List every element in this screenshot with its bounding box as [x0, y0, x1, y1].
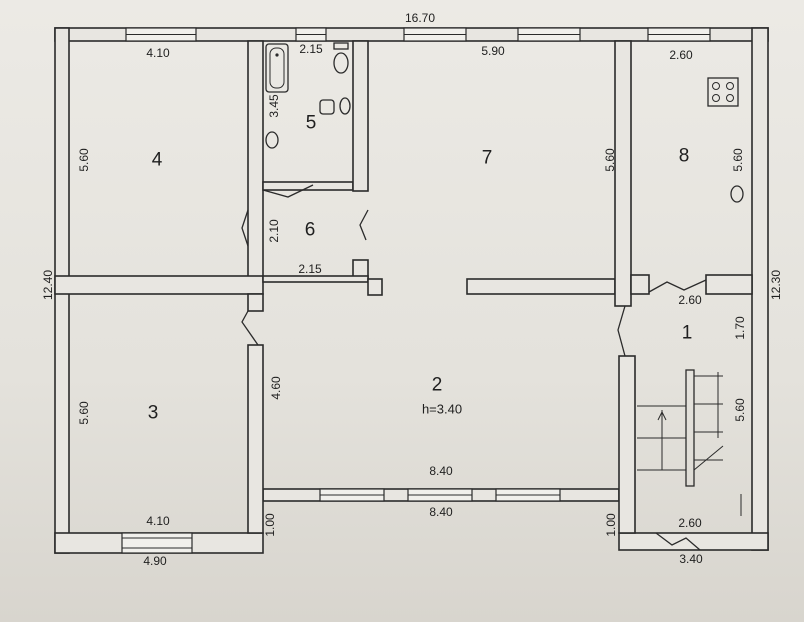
dim-room6-side: 2.10: [267, 219, 281, 243]
room-label-2: 2: [431, 374, 443, 396]
dim-room1-bottom: 2.60: [678, 516, 702, 530]
dim-right-total: 12.30: [769, 269, 783, 301]
dim-room5-side: 3.45: [267, 94, 281, 118]
wall-stub-left: [247, 293, 264, 312]
room-2-ceiling-height: h=3.40: [421, 401, 463, 417]
door-room7: [359, 209, 369, 241]
dim-left-step: 1.00: [263, 513, 277, 537]
door-bath: [262, 184, 314, 198]
wall-right: [751, 27, 769, 551]
room-label-6: 6: [304, 219, 316, 241]
wall-bath-bottom: [262, 181, 354, 191]
dim-room4-top: 4.10: [146, 46, 170, 60]
dim-room2-left: 4.60: [269, 376, 283, 400]
wall-bottom-entrance: [618, 532, 769, 551]
stove: [707, 77, 739, 107]
door-room3: [241, 310, 259, 346]
bathtub: [265, 43, 289, 93]
dim-room2-inner-bottom: 8.40: [429, 464, 453, 478]
dim-stair-side: 5.60: [733, 398, 747, 422]
wall-room4-bottom: [54, 275, 264, 295]
wall-room7-right: [614, 40, 632, 307]
kitchen-sink: [730, 185, 744, 203]
dim-room4-left: 5.60: [77, 148, 91, 172]
wall-room8-bottom-left: [630, 274, 650, 295]
wall-room4-right: [247, 40, 264, 282]
wall-room7-bottom: [466, 278, 616, 295]
wall-room8-bottom-right: [705, 274, 753, 295]
stair-rail: [685, 369, 695, 487]
room-label-7: 7: [481, 147, 493, 169]
toilet: [333, 52, 349, 74]
wall-entrance-left: [618, 355, 636, 534]
dim-room3-left: 5.60: [77, 401, 91, 425]
door-room8: [648, 279, 707, 293]
room-label-5: 5: [305, 112, 317, 134]
room-label-3: 3: [147, 402, 159, 424]
doors: [241, 184, 707, 551]
room-label-4: 4: [151, 149, 163, 171]
dim-room5-top: 2.15: [299, 42, 323, 56]
stairs: [637, 369, 742, 516]
dim-room7-top: 5.90: [481, 44, 505, 58]
window-room3: [121, 532, 193, 554]
dim-room7-right: 5.60: [603, 148, 617, 172]
dim-room1-side: 1.70: [733, 316, 747, 340]
dim-room3-bottom-outer: 4.90: [143, 554, 167, 568]
door-entrance-hall: [617, 305, 626, 357]
dim-top-total: 16.70: [404, 11, 436, 25]
windows: [121, 27, 711, 554]
wall-hall6-bottom: [262, 275, 369, 283]
wall-room3-right: [247, 344, 264, 534]
room-label-1: 1: [681, 322, 693, 344]
door-room4: [241, 209, 249, 247]
dim-room1-top: 2.60: [678, 293, 702, 307]
dim-room6-bottom: 2.15: [298, 262, 322, 276]
bath-sink: [265, 131, 279, 149]
bath-sink-2: [319, 99, 335, 115]
dim-room8-right: 5.60: [731, 148, 745, 172]
dim-room2-outer-bottom: 8.40: [429, 505, 453, 519]
dim-left-total: 12.40: [41, 269, 55, 301]
bidet: [339, 97, 351, 115]
interior-walls: [54, 40, 753, 534]
dim-room8-top: 2.60: [669, 48, 693, 62]
room-label-8: 8: [678, 145, 690, 167]
dim-room3-bottom-inner: 4.10: [146, 514, 170, 528]
wall-bath-right: [352, 40, 369, 192]
wall-stub-center: [367, 278, 383, 296]
dim-right-wing-bottom: 3.40: [679, 552, 703, 566]
door-front: [655, 532, 701, 551]
fixtures: [265, 42, 744, 203]
dim-right-step: 1.00: [604, 513, 618, 537]
